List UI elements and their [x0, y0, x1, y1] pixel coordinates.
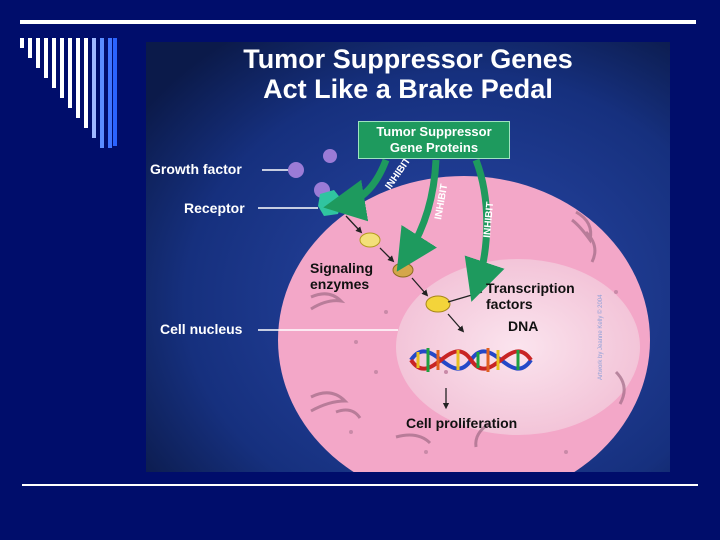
dna-helix	[409, 348, 533, 372]
cell-illustration: INHIBIT INHIBIT INHIBIT	[146, 42, 670, 472]
signaling-enzyme-1	[359, 232, 381, 248]
diagram-figure: INHIBIT INHIBIT INHIBIT Tumor Suppressor…	[146, 42, 670, 472]
tumor-suppressor-proteins-box: Tumor Suppressor Gene Proteins	[358, 121, 510, 159]
label-receptor: Receptor	[184, 200, 245, 216]
inhibit-label-3: INHIBIT	[482, 201, 496, 238]
artwork-credit: Artwork by Jeanne Kelly © 2004	[598, 294, 604, 380]
top-rule	[20, 20, 696, 24]
decorative-bars	[20, 38, 117, 148]
leader-lines	[258, 169, 398, 331]
organelles	[310, 210, 626, 448]
proteins-line-2: Gene Proteins	[389, 140, 479, 155]
cell-dots	[349, 290, 618, 454]
transcription-factor	[425, 295, 451, 313]
label-transcription-factors: Transcription factors	[486, 280, 575, 312]
label-growth-factor: Growth factor	[150, 161, 242, 177]
cell-nucleus	[396, 259, 640, 435]
title-line-1: Tumor Suppressor Genes	[243, 44, 573, 74]
proteins-line-1: Tumor Suppressor	[376, 124, 492, 139]
label-cell-proliferation: Cell proliferation	[406, 415, 518, 431]
bottom-rule	[22, 484, 698, 486]
label-cell-nucleus: Cell nucleus	[160, 321, 243, 337]
signaling-enzyme-2	[392, 262, 414, 278]
label-dna: DNA	[508, 318, 539, 334]
label-signaling-enzymes: Signaling enzymes	[310, 260, 373, 292]
title-line-2: Act Like a Brake Pedal	[263, 74, 553, 104]
inhibit-arrows	[323, 158, 505, 302]
